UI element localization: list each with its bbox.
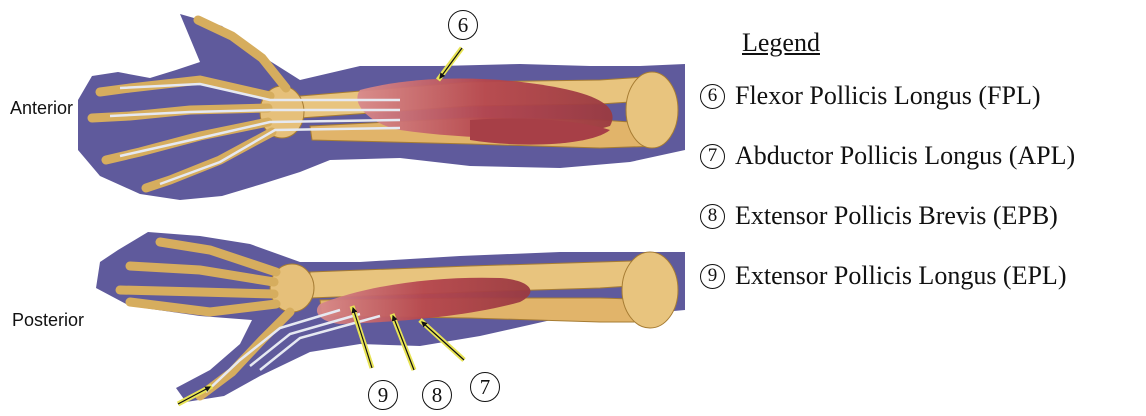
anterior-label: Anterior [10, 98, 73, 119]
legend-title: Legend [742, 28, 1075, 58]
callout-9: 9 [368, 380, 398, 410]
legend-number: 6 [700, 84, 725, 109]
legend-number: 9 [700, 264, 725, 289]
legend-item-fpl: 6 Flexor Pollicis Longus (FPL) [700, 80, 1075, 112]
legend-number: 8 [700, 204, 725, 229]
posterior-elbow-bone [622, 252, 678, 328]
legend: Legend 6 Flexor Pollicis Longus (FPL) 7 … [700, 28, 1075, 320]
legend-text: Abductor Pollicis Longus (APL) [735, 141, 1075, 171]
callout-8: 8 [422, 380, 452, 410]
legend-text: Extensor Pollicis Longus (EPL) [735, 261, 1066, 291]
legend-text: Flexor Pollicis Longus (FPL) [735, 81, 1041, 111]
anterior-view [78, 14, 685, 200]
legend-item-epb: 8 Extensor Pollicis Brevis (EPB) [700, 200, 1075, 232]
legend-text: Extensor Pollicis Brevis (EPB) [735, 201, 1058, 231]
posterior-view [96, 232, 685, 404]
legend-number: 7 [700, 144, 725, 169]
legend-item-apl: 7 Abductor Pollicis Longus (APL) [700, 140, 1075, 172]
posterior-label: Posterior [12, 310, 84, 331]
callout-7: 7 [470, 372, 500, 402]
legend-item-epl: 9 Extensor Pollicis Longus (EPL) [700, 260, 1075, 292]
callout-6: 6 [448, 10, 478, 40]
anterior-elbow-bone [626, 72, 678, 148]
